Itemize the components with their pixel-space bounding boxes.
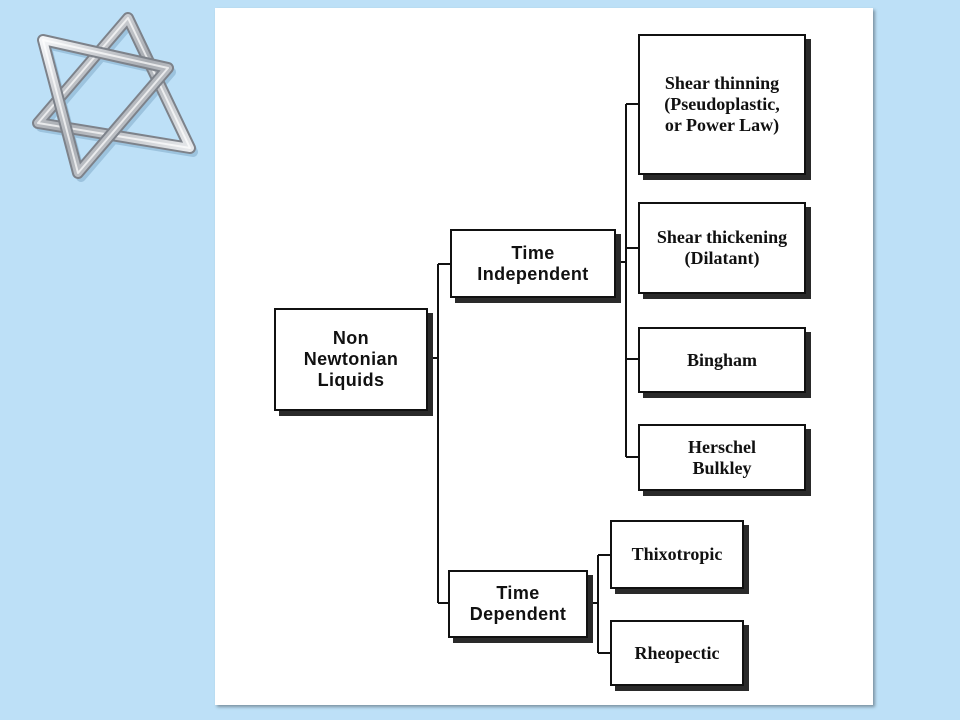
node-non-newtonian-liquids: Non Newtonian Liquids: [274, 308, 428, 411]
node-herschel-bulkley: Herschel Bulkley: [638, 424, 806, 491]
node-rheopectic: Rheopectic: [610, 620, 744, 686]
node-thixotropic: Thixotropic: [610, 520, 744, 589]
node-shear-thinning: Shear thinning (Pseudoplastic, or Power …: [638, 34, 806, 175]
node-shear-thickening: Shear thickening (Dilatant): [638, 202, 806, 294]
node-time-dependent: Time Dependent: [448, 570, 588, 638]
node-bingham: Bingham: [638, 327, 806, 393]
node-time-independent: Time Independent: [450, 229, 616, 298]
star-logo-icon: [8, 8, 198, 186]
